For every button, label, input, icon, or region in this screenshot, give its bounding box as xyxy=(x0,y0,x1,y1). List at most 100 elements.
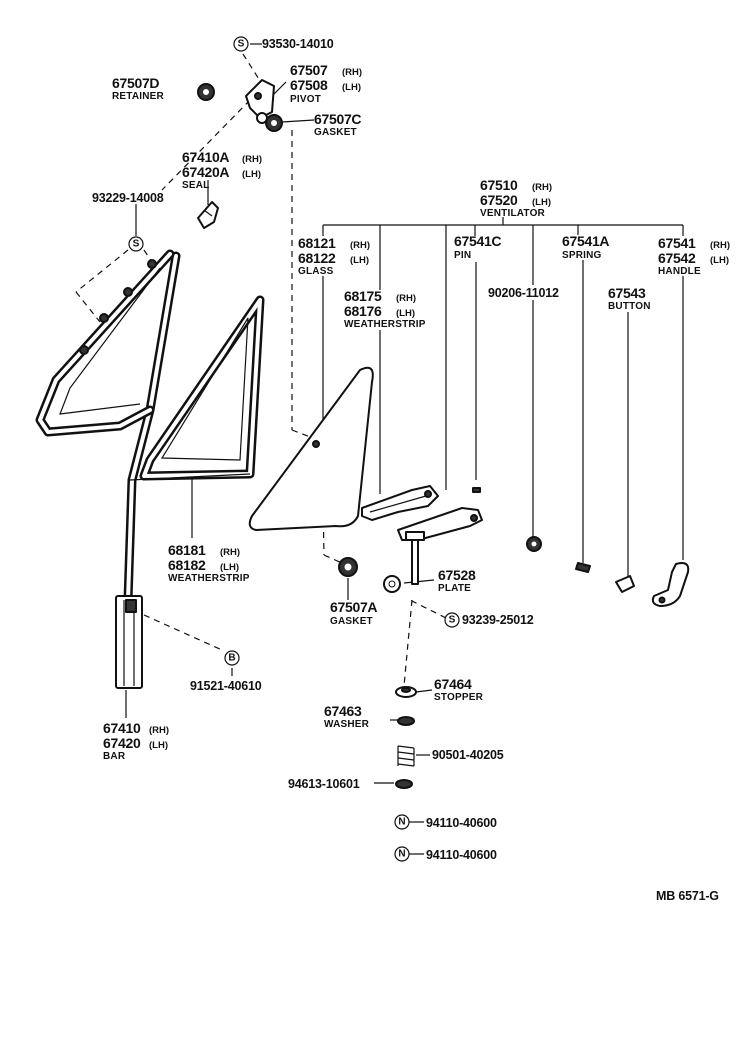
svg-text:B: B xyxy=(228,653,235,664)
label-retainer: 67507D RETAINER xyxy=(112,75,165,102)
spring-icon xyxy=(575,562,591,573)
svg-text:(LH): (LH) xyxy=(342,82,361,93)
svg-text:GLASS: GLASS xyxy=(298,266,334,277)
svg-text:S: S xyxy=(238,39,245,50)
pn-93229: 93229-14008 xyxy=(92,191,164,205)
svg-text:PIVOT: PIVOT xyxy=(290,94,321,105)
bar-frame-icon xyxy=(35,249,181,689)
svg-text:(LH): (LH) xyxy=(242,169,261,180)
svg-text:67528: 67528 xyxy=(438,567,476,583)
svg-text:67507D: 67507D xyxy=(112,75,159,91)
svg-text:68182: 68182 xyxy=(168,557,206,573)
washer-icon xyxy=(397,716,415,726)
label-gasket-67507c: 67507C GASKET xyxy=(314,111,362,138)
svg-text:WASHER: WASHER xyxy=(324,719,370,730)
pn-94110-b: 94110-40600 xyxy=(426,848,497,862)
label-weatherstrip-68175: 68175 (RH) 68176 (LH) WEATHERSTRIP xyxy=(344,288,426,330)
svg-text:67463: 67463 xyxy=(324,703,362,719)
svg-text:68175: 68175 xyxy=(344,288,382,304)
nut-94110-b-icon: N xyxy=(394,846,410,862)
pn-90206: 90206-11012 xyxy=(488,286,559,300)
bolt-91521-icon: B xyxy=(224,650,240,666)
coil-spring-icon xyxy=(397,745,415,767)
svg-text:67410: 67410 xyxy=(103,720,141,736)
svg-text:GASKET: GASKET xyxy=(314,127,357,138)
nut-90206-icon xyxy=(526,536,542,552)
pin-icon xyxy=(472,487,481,493)
svg-text:HANDLE: HANDLE xyxy=(658,266,701,277)
svg-text:67420A: 67420A xyxy=(182,164,229,180)
svg-text:BUTTON: BUTTON xyxy=(608,301,651,312)
label-plate: 67528 PLATE xyxy=(438,567,476,594)
label-ventilator: 67510 (RH) 67520 (LH) VENTILATOR xyxy=(480,177,552,219)
svg-text:67508: 67508 xyxy=(290,77,328,93)
pn-94613: 94613-10601 xyxy=(288,777,360,791)
label-seal: 67410A (RH) 67420A (LH) SEAL xyxy=(182,149,262,191)
label-weatherstrip-68181: 68181 (RH) 68182 (LH) WEATHERSTRIP xyxy=(168,542,250,584)
svg-text:(LH): (LH) xyxy=(396,308,415,319)
svg-text:(RH): (RH) xyxy=(342,67,362,78)
screw-93229-icon: S xyxy=(128,236,144,252)
svg-text:(LH): (LH) xyxy=(532,197,551,208)
svg-text:67542: 67542 xyxy=(658,250,696,266)
svg-text:(LH): (LH) xyxy=(149,740,168,751)
handle-icon xyxy=(651,562,690,607)
svg-text:67541C: 67541C xyxy=(454,233,501,249)
svg-text:67507C: 67507C xyxy=(314,111,361,127)
pn-93239: 93239-25012 xyxy=(462,613,534,627)
plate-washer-icon xyxy=(383,575,401,593)
svg-text:S: S xyxy=(133,239,140,250)
label-button: 67543 BUTTON xyxy=(608,285,651,312)
svg-text:68122: 68122 xyxy=(298,250,336,266)
glass-icon xyxy=(248,366,374,531)
svg-text:N: N xyxy=(398,817,405,828)
pn-90501: 90501-40205 xyxy=(432,748,504,762)
label-spring: 67541A SPRING xyxy=(562,233,610,261)
svg-text:(LH): (LH) xyxy=(710,255,729,266)
label-washer: 67463 WASHER xyxy=(324,703,370,730)
screw-93530-icon: S xyxy=(233,36,249,52)
pn-93530: 93530-14010 xyxy=(262,37,334,51)
svg-text:(RH): (RH) xyxy=(396,293,416,304)
svg-text:WEATHERSTRIP: WEATHERSTRIP xyxy=(168,573,250,584)
svg-text:(RH): (RH) xyxy=(220,547,240,558)
nut-94110-a-icon: N xyxy=(394,814,410,830)
label-handle: 67541 (RH) 67542 (LH) HANDLE xyxy=(658,235,730,277)
svg-text:(RH): (RH) xyxy=(242,154,262,165)
svg-text:SPRING: SPRING xyxy=(562,250,602,261)
svg-text:67510: 67510 xyxy=(480,177,518,193)
svg-text:68121: 68121 xyxy=(298,235,336,251)
svg-text:PLATE: PLATE xyxy=(438,583,471,594)
svg-text:SEAL: SEAL xyxy=(182,180,209,191)
svg-text:67520: 67520 xyxy=(480,192,518,208)
svg-text:(RH): (RH) xyxy=(149,725,169,736)
svg-text:S: S xyxy=(449,615,456,626)
pn-94110-a: 94110-40600 xyxy=(426,816,497,830)
svg-text:(LH): (LH) xyxy=(350,255,369,266)
gasket-67507c-icon xyxy=(265,114,283,132)
weatherstrip-68175-icon xyxy=(361,485,439,521)
label-gasket-67507a: 67507A GASKET xyxy=(330,599,378,627)
svg-text:VENTILATOR: VENTILATOR xyxy=(480,208,546,219)
svg-text:67543: 67543 xyxy=(608,285,646,301)
svg-text:(RH): (RH) xyxy=(350,240,370,251)
pivot-icon xyxy=(245,79,275,124)
retainer-icon xyxy=(197,83,215,101)
diagram-code: MB 6571-G xyxy=(656,889,719,903)
svg-text:68176: 68176 xyxy=(344,303,382,319)
svg-text:RETAINER: RETAINER xyxy=(112,91,165,102)
label-stopper: 67464 STOPPER xyxy=(434,676,483,703)
svg-text:WEATHERSTRIP: WEATHERSTRIP xyxy=(344,319,426,330)
svg-text:67541A: 67541A xyxy=(562,233,609,249)
svg-text:67410A: 67410A xyxy=(182,149,229,165)
svg-text:67464: 67464 xyxy=(434,676,472,692)
label-pivot: 67507 (RH) 67508 (LH) PIVOT xyxy=(290,62,362,105)
svg-text:GASKET: GASKET xyxy=(330,616,373,627)
label-glass: 68121 (RH) 68122 (LH) GLASS xyxy=(298,235,370,277)
svg-text:67507: 67507 xyxy=(290,62,328,78)
washer-94613-icon xyxy=(395,779,413,789)
svg-text:N: N xyxy=(398,849,405,860)
pn-91521: 91521-40610 xyxy=(190,679,262,693)
button-part-icon xyxy=(615,575,635,593)
